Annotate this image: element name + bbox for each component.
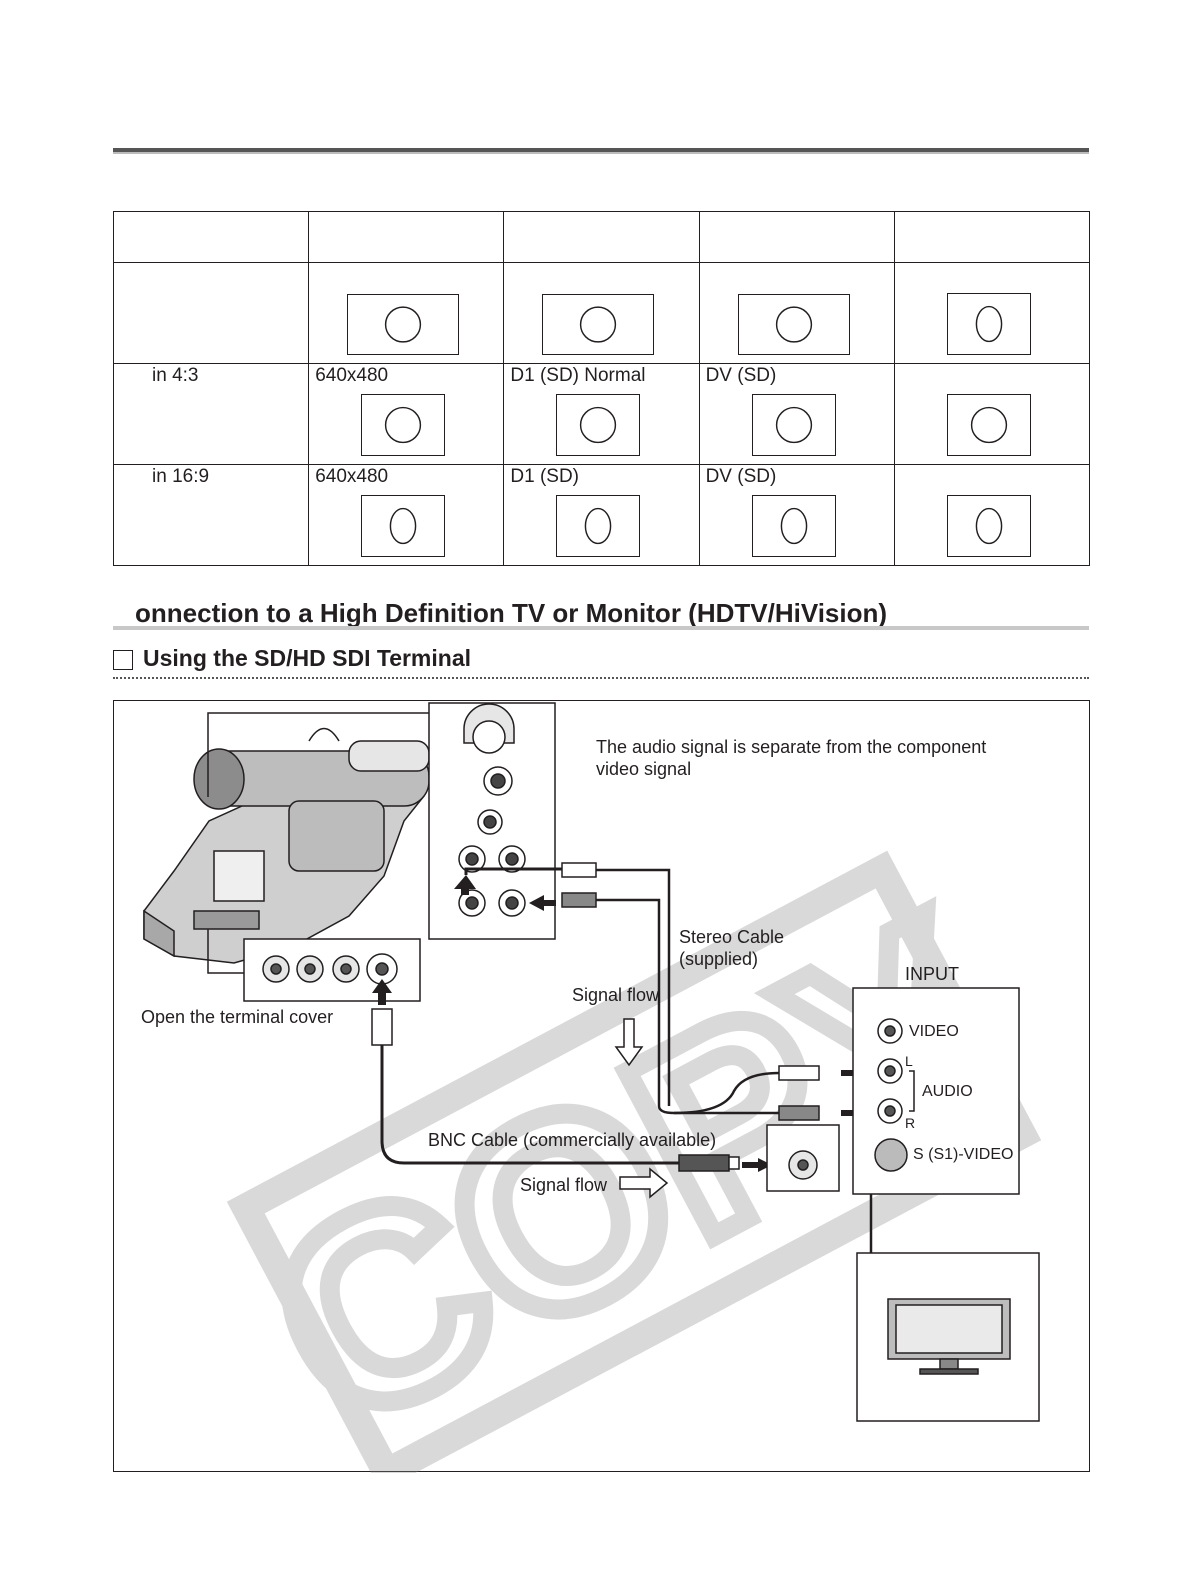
- audio-signal-note: The audio signal is separate from the co…: [596, 737, 987, 757]
- camcorder-bottom-terminal-panel: [207, 929, 421, 1002]
- standard-screen-oval-icon: [946, 495, 1031, 557]
- tv-monitor-illustration: [856, 1194, 1040, 1422]
- top-rule: [113, 148, 1089, 152]
- row-label: in 4:3: [152, 365, 199, 386]
- audio-signal-note-line2: video signal: [596, 759, 692, 779]
- open-terminal-cover-label: Open the terminal cover: [141, 1007, 334, 1027]
- tv-input-panel: [852, 987, 1020, 1195]
- input-audio-label: AUDIO: [922, 1083, 973, 1100]
- header-cell: [503, 211, 700, 263]
- standard-screen-oval-icon: [946, 293, 1031, 355]
- connection-diagram: COPY: [113, 700, 1090, 1473]
- input-video-label: VIDEO: [909, 1023, 959, 1040]
- cell-label: 640x480: [315, 365, 389, 386]
- cell-label: DV (SD): [705, 365, 777, 386]
- standard-screen-oval-icon: [751, 495, 836, 557]
- signal-flow-arrows: [614, 1018, 669, 1199]
- wide-screen-circle-icon: [542, 294, 655, 355]
- table-row: in 16:9 640x480 D1 (SD) DV (SD): [112, 464, 1091, 566]
- signal-flow-horizontal-label: Signal flow: [520, 1175, 608, 1195]
- header-cell: [308, 211, 505, 263]
- bnc-cable-label: BNC Cable (commercially available): [428, 1130, 717, 1150]
- bnc-cable: [371, 1008, 740, 1172]
- table-row: in 4:3 640x480 D1 (SD) Normal DV (SD): [112, 363, 1091, 465]
- diagram-artwork: COPY: [143, 702, 1054, 1473]
- cell-label: 640x480: [315, 466, 389, 487]
- standard-screen-circle-icon: [556, 394, 641, 456]
- cell-label: D1 (SD): [510, 466, 579, 487]
- header-cell: [893, 211, 1091, 263]
- dotted-divider: [113, 677, 1089, 679]
- signal-flow-vertical-label: Signal flow: [572, 985, 660, 1005]
- standard-screen-circle-icon: [361, 394, 446, 456]
- header-cell: [112, 211, 310, 263]
- standard-screen-oval-icon: [361, 495, 446, 557]
- camcorder-illustration: [143, 727, 430, 964]
- standard-screen-oval-icon: [556, 495, 641, 557]
- display-format-table: in 4:3 640x480 D1 (SD) Normal DV (SD) in…: [112, 211, 1091, 566]
- cell-label: DV (SD): [705, 466, 777, 487]
- standard-screen-circle-icon: [946, 394, 1031, 456]
- row-label: in 16:9: [152, 466, 210, 487]
- stereo-cable-label-line2: (supplied): [679, 949, 759, 969]
- wide-screen-circle-icon: [737, 294, 850, 355]
- section-rule: [113, 626, 1089, 630]
- input-svideo-label: S (S1)-VIDEO: [913, 1146, 1014, 1163]
- camcorder-side-terminal-panel: [207, 702, 556, 940]
- input-left-label: L: [905, 1053, 913, 1069]
- standard-screen-circle-icon: [751, 394, 836, 456]
- wide-screen-circle-icon: [347, 294, 460, 355]
- cell-label: D1 (SD) Normal: [510, 365, 646, 386]
- table-row-source: [112, 262, 1091, 364]
- section-title: onnection to a High Definition TV or Mon…: [135, 598, 888, 628]
- subsection-checkbox-icon: [113, 650, 133, 670]
- header-cell: [698, 211, 895, 263]
- table-header-row: [112, 211, 1091, 263]
- hd-sdi-input-box: [766, 1124, 840, 1192]
- stereo-cable-label: Stereo Cable: [679, 927, 785, 947]
- stereo-cable: [464, 862, 820, 1121]
- subsection-title: Using the SD/HD SDI Terminal: [143, 645, 472, 671]
- input-panel-title: INPUT: [905, 964, 959, 984]
- input-right-label: R: [905, 1115, 916, 1131]
